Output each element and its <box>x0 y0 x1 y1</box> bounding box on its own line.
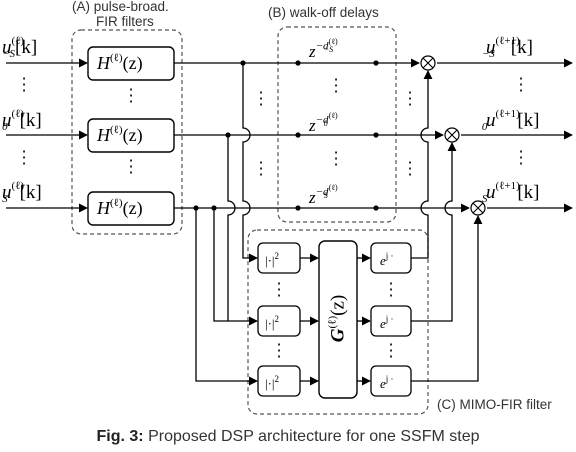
input-label-mid: u(ℓ)0[k] <box>2 108 42 133</box>
group-c-title: (C) MIMO-FIR filter <box>437 397 552 412</box>
vdots-taps-1: ··· <box>258 83 264 114</box>
input-label-top: u(ℓ)−S[k] <box>2 35 38 60</box>
vdots-expj-2: ··· <box>388 335 394 366</box>
figure-caption: Fig. 3: Proposed DSP architecture for on… <box>0 428 576 446</box>
vdots-fir-1: ··· <box>128 80 134 111</box>
abs-sq-label-bot: |·|2 <box>265 374 280 391</box>
vdots-input-2: ··· <box>21 142 27 173</box>
group-c-box <box>247 229 429 415</box>
return-mid <box>411 142 457 322</box>
mimo-box <box>318 240 358 399</box>
abs-sq-label-mid: |·|2 <box>265 314 280 331</box>
group-a-box <box>71 29 183 235</box>
group-b-title: (B) walk-off delays <box>268 5 379 20</box>
expj-label-bot: ej · <box>380 374 394 391</box>
group-b-box <box>277 26 397 223</box>
vdots-output-2: ··· <box>518 142 524 173</box>
delay-label-bot: z−d(ℓ)S <box>309 183 338 207</box>
vdots-input-1: ··· <box>21 69 27 100</box>
group-a-title-line2: FIR filters <box>96 14 154 29</box>
delay-label-mid: z−d(ℓ)0 <box>309 111 338 135</box>
tap-mid <box>213 208 258 326</box>
tap-mid-branch <box>227 135 236 321</box>
output-label-bot: u(ℓ+1)S[k] <box>481 180 540 205</box>
return-bot <box>411 215 483 382</box>
vdots-right-2: ··· <box>407 153 413 184</box>
tap-top <box>242 63 258 263</box>
tap-bot <box>195 208 258 386</box>
fir-label-top: H(ℓ)(z) <box>97 52 143 73</box>
delay-label-top: z−d(ℓ)−S <box>309 37 338 61</box>
group-a-title-line1: (A) pulse-broad. <box>72 0 169 14</box>
vdots-fir-2: ··· <box>128 151 134 182</box>
abs-sq-label-top: |·|2 <box>265 251 280 268</box>
vdots-delay-1: ··· <box>333 70 339 101</box>
output-label-top: u(ℓ+1)−S[k] <box>481 35 533 60</box>
mimo-label: G(ℓ)(z) <box>326 294 349 343</box>
vdots-right-1: ··· <box>407 83 413 114</box>
vdots-delay-2: ··· <box>333 143 339 174</box>
vdots-taps-2: ··· <box>258 153 264 184</box>
fir-label-mid: H(ℓ)(z) <box>97 124 143 145</box>
input-label-bot: u(ℓ)S[k] <box>2 180 42 205</box>
fir-label-bot: H(ℓ)(z) <box>97 197 143 218</box>
expj-label-mid: ej · <box>380 314 394 331</box>
vdots-abs-2: ··· <box>276 335 282 366</box>
return-top <box>411 70 433 259</box>
vdots-expj-1: ··· <box>388 274 394 305</box>
caption-label: Fig. 3: <box>96 428 144 445</box>
expj-label-top: ej · <box>380 251 394 268</box>
caption-text: Proposed DSP architecture for one SSFM s… <box>148 428 480 445</box>
vdots-output-1: ··· <box>518 69 524 100</box>
vdots-abs-1: ··· <box>276 274 282 305</box>
output-label-mid: u(ℓ+1)0[k] <box>481 108 540 133</box>
